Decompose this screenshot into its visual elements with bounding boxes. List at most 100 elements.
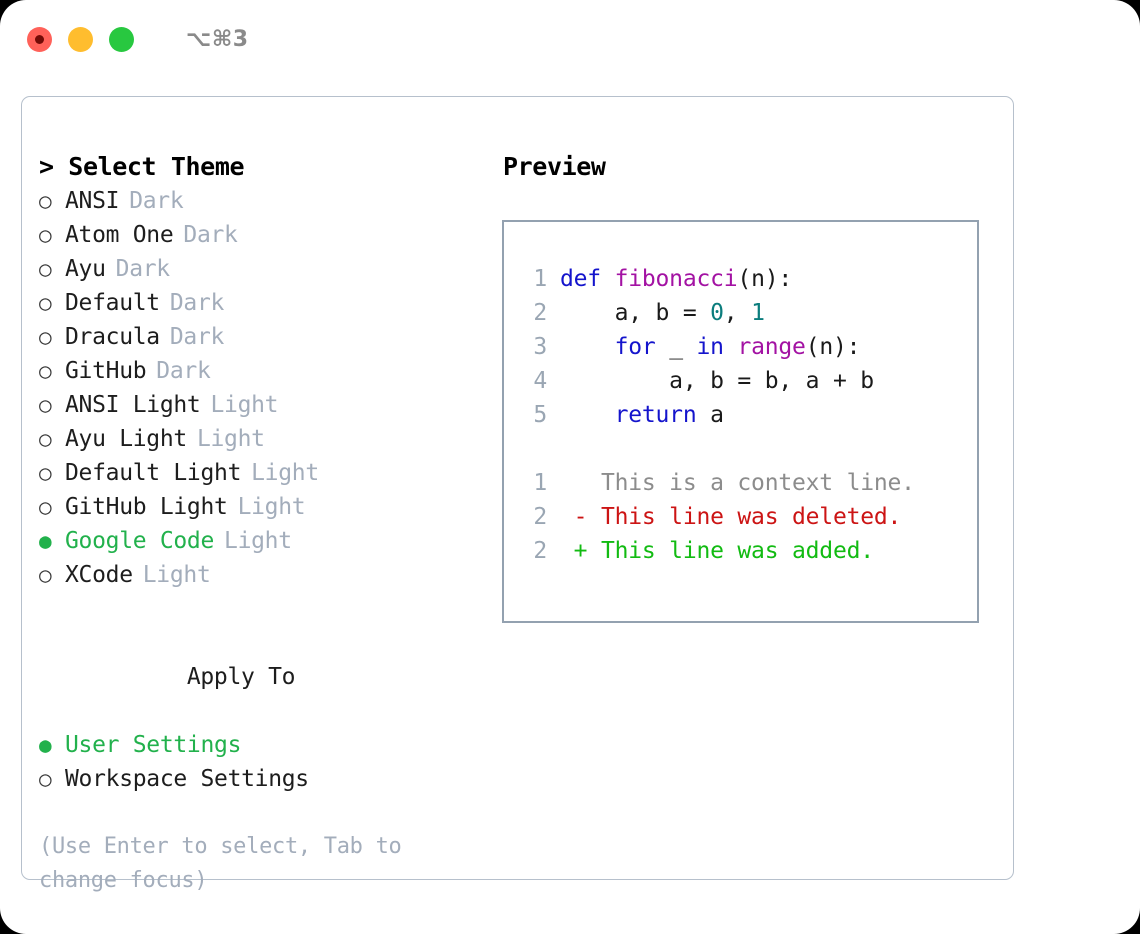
radio-unselected-icon: ○	[39, 495, 52, 519]
theme-option-label: GitHub	[65, 358, 147, 384]
code-token-fn: fibonacci	[614, 266, 738, 292]
radio-selected-icon: ●	[39, 529, 52, 553]
theme-option-xcode[interactable]: ○ XCode Light	[39, 558, 502, 592]
code-token-kw: in	[696, 334, 724, 360]
code-token-num: 0	[710, 300, 724, 326]
code-token-num: 1	[751, 300, 765, 326]
apply-to-header: ○Apply To	[39, 626, 502, 728]
theme-option-label: Google Code	[65, 528, 215, 554]
theme-variant-tag: Dark	[156, 358, 211, 384]
theme-variant-tag: Light	[224, 528, 292, 554]
apply-to-option-user-settings[interactable]: ● User Settings	[39, 728, 502, 762]
line-number: 2	[533, 538, 547, 564]
theme-option-label: Dracula	[65, 324, 160, 350]
code-token-pl: a, b = b, a + b	[560, 368, 874, 394]
theme-option-ansi[interactable]: ○ ANSI Dark	[39, 184, 502, 218]
radio-unselected-icon: ○	[39, 325, 52, 349]
theme-variant-tag: Dark	[169, 324, 225, 350]
maximize-button[interactable]	[109, 26, 134, 52]
theme-variant-tag: Light	[196, 426, 265, 452]
diff-line-content: + This line was added.	[560, 538, 874, 564]
theme-variant-tag: Dark	[129, 188, 184, 214]
radio-unselected-icon: ○	[39, 257, 52, 281]
apply-to-option-label: Workspace Settings	[65, 766, 309, 792]
code-token-pl: ,	[723, 300, 752, 326]
title-bar: ⌥⌘3	[0, 0, 1140, 78]
theme-option-label: Ayu Light	[65, 426, 187, 452]
theme-variant-tag: Light	[142, 562, 211, 588]
keyboard-shortcut-label: ⌥⌘3	[186, 26, 249, 52]
line-number: 2	[533, 300, 547, 326]
line-number: 4	[533, 368, 547, 394]
diff-line-add: 2 + This line was added.	[524, 534, 977, 568]
apply-to-option-workspace-settings[interactable]: ○Workspace Settings	[39, 762, 502, 796]
apply-to-bullet-placeholder: ○	[174, 665, 186, 689]
code-line: 1 def fibonacci(n):	[524, 262, 977, 296]
radio-unselected-icon: ○	[39, 223, 52, 247]
diff-line-content: This is a context line.	[560, 470, 915, 496]
preview-header: Preview	[503, 152, 606, 181]
theme-variant-tag: Light	[237, 494, 306, 520]
theme-option-google-code[interactable]: ● Google Code Light	[39, 524, 502, 558]
code-token-kw: for	[614, 334, 656, 360]
radio-unselected-icon: ○	[39, 563, 52, 587]
radio-unselected-icon: ○	[39, 291, 52, 315]
code-line-content: def fibonacci(n):	[560, 262, 792, 296]
theme-variant-tag: Dark	[115, 256, 171, 282]
apply-to-option-list: ● User Settings ○Workspace Settings	[39, 728, 502, 796]
theme-option-label: Atom One	[65, 222, 174, 248]
code-token-kw: def	[560, 266, 615, 292]
theme-option-ayu-light[interactable]: ○ Ayu Light Light	[39, 422, 502, 456]
diff-line-content: - This line was deleted.	[560, 504, 902, 530]
minimize-button[interactable]	[68, 26, 93, 52]
theme-option-label: ANSI Light	[65, 392, 201, 418]
radio-unselected-icon: ○	[39, 427, 52, 451]
theme-option-ayu[interactable]: ○ Ayu Dark	[39, 252, 502, 286]
code-line-content: a, b = 0, 1	[560, 296, 765, 330]
code-token-pl: a	[696, 402, 724, 428]
code-line-content: for _ in range(n):	[560, 330, 861, 364]
theme-option-label: ANSI	[65, 188, 120, 214]
line-number: 3	[533, 334, 547, 360]
theme-option-label: Ayu	[65, 256, 106, 282]
theme-option-atom-one[interactable]: ○ Atom One Dark	[39, 218, 502, 252]
theme-option-label: XCode	[65, 562, 133, 588]
diff-line-ctx: 1 This is a context line.	[524, 466, 977, 500]
theme-option-label: Default	[65, 290, 160, 316]
radio-selected-icon: ●	[39, 733, 52, 757]
theme-variant-tag: Dark	[183, 222, 238, 248]
radio-unselected-icon: ○	[39, 189, 52, 213]
close-button[interactable]	[27, 26, 52, 52]
line-number: 2	[533, 504, 547, 530]
select-theme-header: > Select Theme	[39, 152, 245, 181]
code-line: 5 return a	[524, 398, 977, 432]
code-line: 3 for _ in range(n):	[524, 330, 977, 364]
code-token-pl	[724, 334, 738, 360]
radio-unselected-icon: ○	[39, 461, 52, 485]
code-line: 4 a, b = b, a + b	[524, 364, 977, 398]
code-token-pl: a, b =	[560, 300, 711, 326]
apply-to-option-label: User Settings	[65, 732, 242, 758]
keyboard-hint-text: (Use Enter to select, Tab to change focu…	[39, 834, 402, 893]
code-line-content: a, b = b, a + b	[560, 364, 874, 398]
line-number: 1	[533, 266, 547, 292]
window-controls	[27, 26, 134, 52]
close-icon	[35, 34, 44, 44]
radio-unselected-icon: ○	[39, 393, 52, 417]
code-token-pl	[560, 334, 615, 360]
diff-line-del: 2 - This line was deleted.	[524, 500, 977, 534]
theme-option-dracula[interactable]: ○ Dracula Dark	[39, 320, 502, 354]
theme-option-label: Default Light	[65, 460, 242, 486]
code-token-fn: range	[737, 334, 806, 360]
